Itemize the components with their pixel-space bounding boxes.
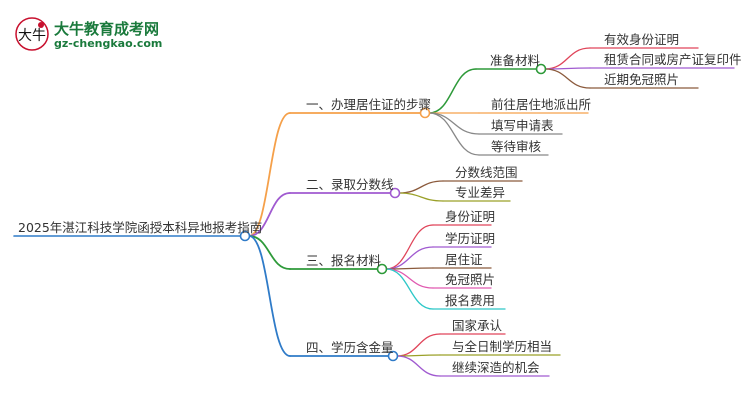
site-logo[interactable]: 大牛 大牛教育成考网 gz-chengkao.com: [14, 16, 204, 56]
branch-label[interactable]: 二、录取分数线: [306, 177, 394, 192]
sub-branch-label[interactable]: 准备材料: [490, 53, 541, 68]
branch-edge: [248, 112, 291, 237]
leaf-label[interactable]: 与全日制学历相当: [452, 339, 553, 354]
logo-mark-icon: 大牛: [15, 17, 49, 51]
leaf-label[interactable]: 等待审核: [491, 139, 542, 154]
sub-branch-node[interactable]: [535, 63, 547, 75]
branch-edge: [248, 235, 291, 357]
leaf-label[interactable]: 继续深造的机会: [452, 360, 540, 375]
leaf-label[interactable]: 分数线范围: [455, 165, 518, 180]
svg-text:大牛: 大牛: [18, 28, 46, 44]
leaf-label[interactable]: 有效身份证明: [604, 32, 680, 47]
branch-edge: [248, 192, 291, 237]
leaf-label[interactable]: 近期免冠照片: [604, 72, 680, 87]
branch-label[interactable]: 一、办理居住证的步骤: [306, 97, 432, 112]
mindmap-edges: [13, 47, 735, 377]
root-node-label[interactable]: 2025年湛江科技学院函授本科异地报考指南: [18, 220, 263, 235]
leaf-label[interactable]: 居住证: [445, 252, 483, 267]
leaf-label[interactable]: 专业差异: [455, 185, 506, 200]
logo-title: 大牛教育成考网: [54, 20, 160, 38]
leaf-edge: [385, 268, 434, 310]
branch-node[interactable]: [387, 350, 399, 362]
leaf-edge: [428, 112, 480, 156]
leaf-edge: [396, 333, 441, 357]
leaf-label[interactable]: 前往居住地派出所: [491, 97, 592, 112]
leaf-edge: [385, 268, 434, 289]
leaf-label[interactable]: 租赁合同或房产证复印件: [604, 52, 742, 67]
leaf-edge: [544, 68, 591, 89]
leaf-edge: [385, 246, 434, 270]
branch-edge: [248, 235, 291, 270]
branch-node[interactable]: [376, 263, 388, 275]
leaf-edge: [398, 180, 444, 194]
leaf-label[interactable]: 国家承认: [452, 318, 503, 333]
leaf-edge: [396, 355, 441, 377]
leaf-label[interactable]: 学历证明: [445, 231, 496, 246]
leaf-edge: [428, 112, 480, 135]
leaf-label[interactable]: 填写申请表: [491, 118, 554, 133]
root-node[interactable]: [239, 230, 251, 242]
leaf-edge: [544, 47, 591, 70]
leaf-edge: [398, 192, 444, 202]
leaf-label[interactable]: 身份证明: [445, 209, 496, 224]
branch-label[interactable]: 四、学历含金量: [306, 340, 394, 355]
branch-node[interactable]: [419, 107, 431, 119]
branch-node[interactable]: [389, 187, 401, 199]
leaf-edge: [385, 224, 434, 270]
sub-branch-edge: [428, 68, 477, 114]
logo-url: gz-chengkao.com: [54, 37, 163, 50]
branch-label[interactable]: 三、报名材料: [306, 253, 382, 268]
leaf-label[interactable]: 报名费用: [445, 293, 496, 308]
mindmap-nodes: [239, 63, 547, 362]
leaf-label[interactable]: 免冠照片: [445, 272, 496, 287]
